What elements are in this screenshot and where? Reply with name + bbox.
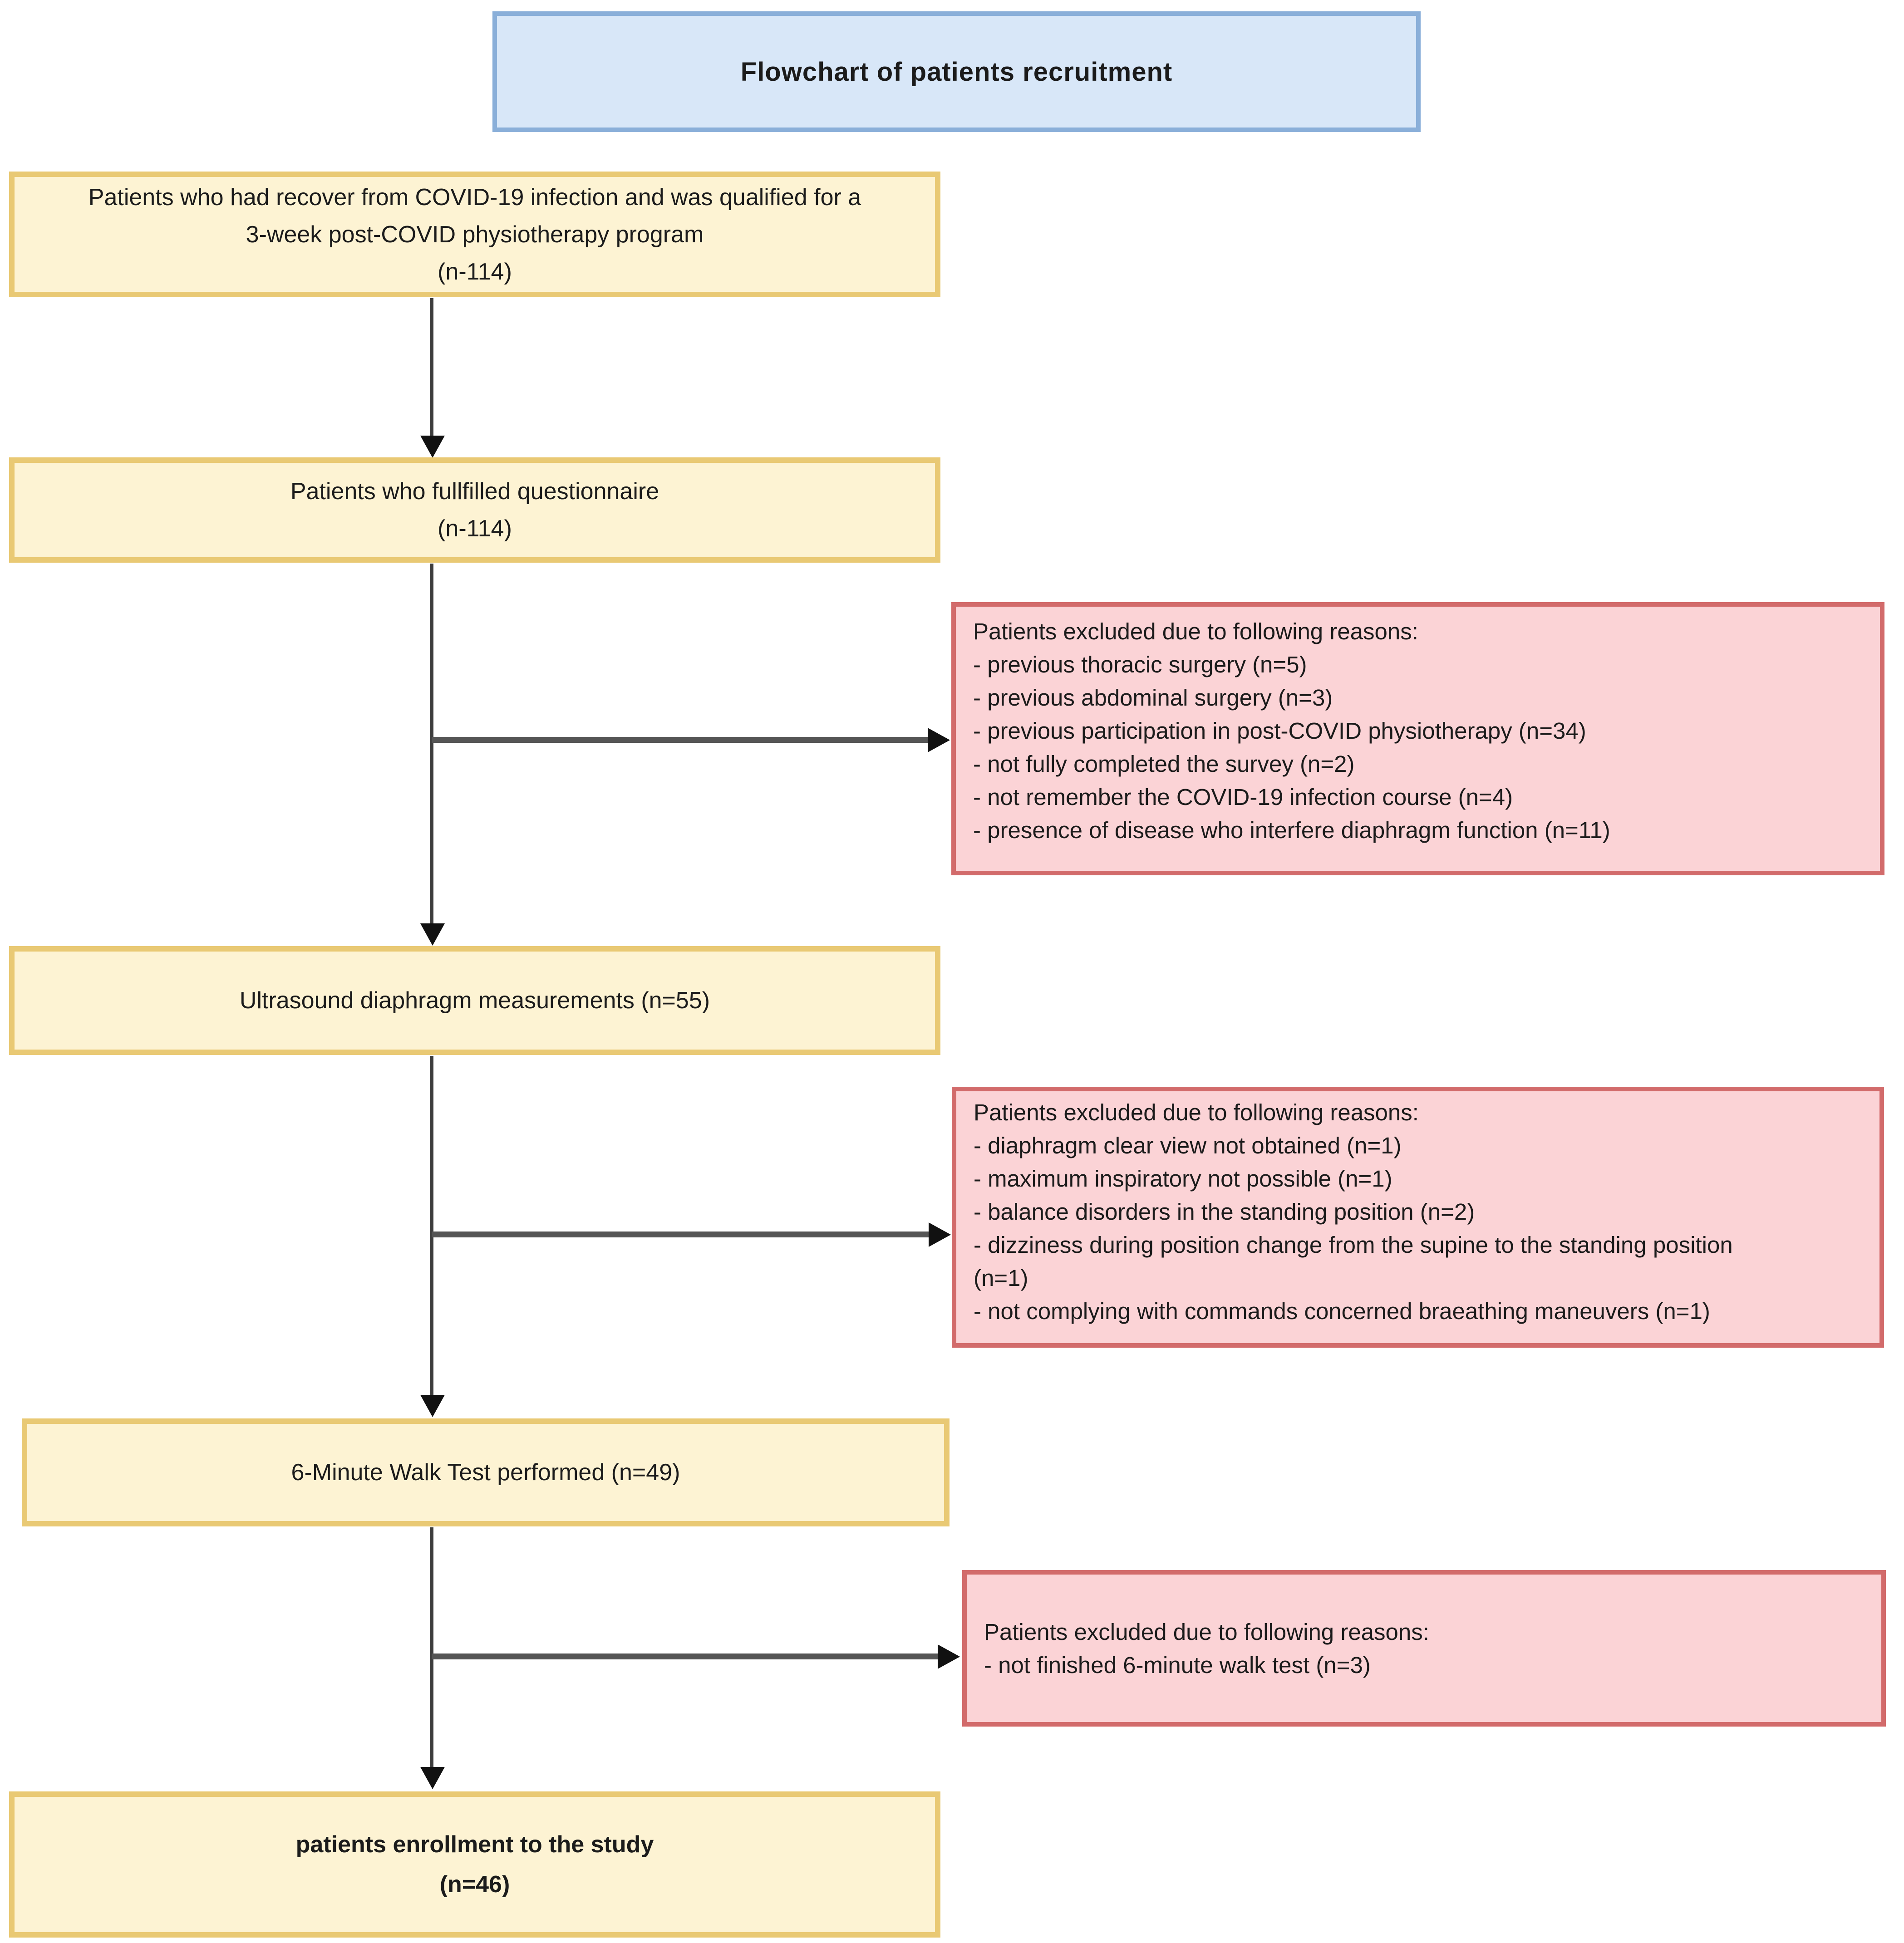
exclusion-box-after-questionnaire: Patients excluded due to following reaso…	[951, 602, 1884, 875]
branch-line-to-exclusion-1	[432, 737, 929, 743]
branch-line-to-exclusion-3	[432, 1654, 939, 1659]
flow-line: (n=46)	[439, 1871, 510, 1898]
flow-line: Patients who fullfilled questionnaire	[290, 478, 659, 505]
flow-box-ultrasound: Ultrasound diaphragm measurements (n=55)	[9, 946, 940, 1055]
connector-recovered-to-questionnaire	[430, 298, 433, 438]
exclusion-item: - diaphragm clear view not obtained (n=1…	[974, 1133, 1402, 1158]
page-title: Flowchart of patients recruitment	[740, 57, 1173, 87]
exclusion-item: - not complying with commands concerned …	[974, 1298, 1710, 1324]
connector-questionnaire-to-ultrasound	[430, 564, 433, 926]
flow-line: (n-114)	[438, 258, 512, 285]
exclusion-item: - previous abdominal surgery (n=3)	[973, 685, 1333, 711]
exclusion-item: (n=1)	[974, 1265, 1028, 1291]
exclusion-item: - dizziness during position change from …	[974, 1232, 1733, 1258]
exclusion-item: - not fully completed the survey (n=2)	[973, 751, 1355, 777]
flow-line: patients enrollment to the study	[295, 1831, 654, 1858]
title-box: Flowchart of patients recruitment	[492, 11, 1421, 132]
exclusion-header: Patients excluded due to following reaso…	[984, 1619, 1429, 1645]
exclusion-header: Patients excluded due to following reaso…	[974, 1099, 1419, 1125]
connector-walktest-to-enrollment	[430, 1527, 433, 1769]
flow-box-walk-test: 6-Minute Walk Test performed (n=49)	[22, 1418, 950, 1526]
arrowhead-down-icon	[420, 1395, 445, 1417]
flow-line: 3-week post-COVID physiotherapy program	[246, 221, 704, 248]
flow-line: 6-Minute Walk Test performed (n=49)	[291, 1459, 680, 1486]
exclusion-item: - balance disorders in the standing posi…	[974, 1199, 1475, 1225]
exclusion-item: - presence of disease who interfere diap…	[973, 817, 1610, 843]
exclusion-item: - maximum inspiratory not possible (n=1)	[974, 1166, 1392, 1192]
arrowhead-right-icon	[928, 728, 950, 752]
arrowhead-right-icon	[938, 1644, 960, 1669]
exclusion-box-after-ultrasound: Patients excluded due to following reaso…	[952, 1087, 1884, 1348]
exclusion-box-after-walk-test: Patients excluded due to following reaso…	[962, 1570, 1886, 1727]
exclusion-header: Patients excluded due to following reaso…	[973, 618, 1418, 644]
connector-ultrasound-to-walktest	[430, 1056, 433, 1397]
flow-line: (n-114)	[438, 515, 512, 542]
arrowhead-down-icon	[420, 436, 445, 458]
exclusion-item: - previous thoracic surgery (n=5)	[973, 652, 1307, 677]
flow-line: Patients who had recover from COVID-19 i…	[88, 184, 861, 211]
flow-box-enrollment: patients enrollment to the study (n=46)	[9, 1791, 940, 1938]
flow-box-questionnaire: Patients who fullfilled questionnaire (n…	[9, 457, 940, 563]
flow-line: Ultrasound diaphragm measurements (n=55)	[239, 987, 710, 1014]
branch-line-to-exclusion-2	[432, 1232, 930, 1237]
exclusion-item: - not finished 6-minute walk test (n=3)	[984, 1652, 1371, 1678]
arrowhead-down-icon	[420, 923, 445, 946]
exclusion-item: - previous participation in post-COVID p…	[973, 718, 1586, 744]
arrowhead-right-icon	[929, 1222, 951, 1247]
flow-box-recovered: Patients who had recover from COVID-19 i…	[9, 172, 940, 297]
exclusion-item: - not remember the COVID-19 infection co…	[973, 784, 1513, 810]
arrowhead-down-icon	[420, 1767, 445, 1789]
